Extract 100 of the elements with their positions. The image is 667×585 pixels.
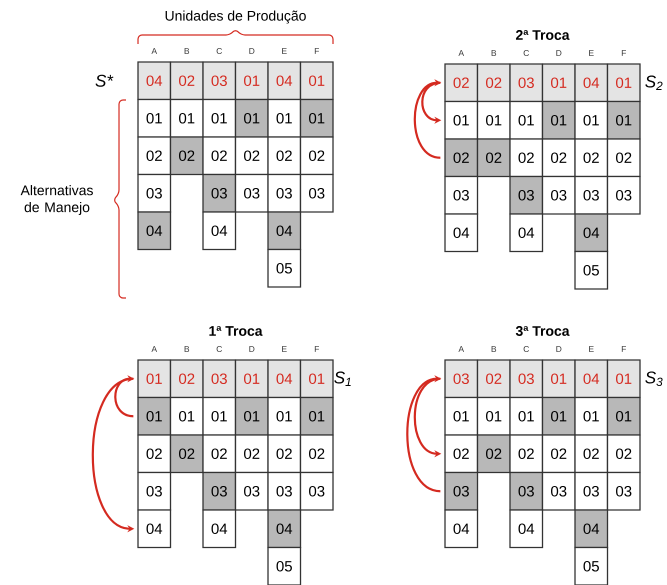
alternative-cell: 03 xyxy=(234,472,269,511)
alternative-cell: 02 xyxy=(234,136,269,176)
solution-cell: 04 xyxy=(137,61,172,100)
alternative-cell: 02 xyxy=(234,434,269,474)
alternative-cell: 03 xyxy=(542,176,576,215)
alternative-cell: 01 xyxy=(300,98,334,138)
solution-cell: 04 xyxy=(267,359,302,398)
alternative-cell: 01 xyxy=(170,396,204,436)
alternative-cell: 01 xyxy=(542,396,576,436)
column-letter: F xyxy=(314,48,319,54)
alternative-cell: 02 xyxy=(202,434,236,474)
alternative-cell: 04 xyxy=(267,211,302,250)
solution-cell: 03 xyxy=(509,63,544,102)
solution-cell: 01 xyxy=(606,359,641,398)
column-letter: D xyxy=(556,50,562,56)
alternative-cell: 02 xyxy=(606,434,641,474)
alternative-cell: 01 xyxy=(137,98,172,138)
alternative-cell: 02 xyxy=(267,434,302,474)
alternative-cell: 03 xyxy=(606,472,641,511)
solution-cell: 03 xyxy=(509,359,544,398)
solution-cell: 01 xyxy=(234,359,269,398)
alternative-cell: 02 xyxy=(137,136,172,176)
column-letter: C xyxy=(216,346,222,352)
alternative-cell: 02 xyxy=(444,434,478,474)
alternative-cell: 03 xyxy=(444,472,478,511)
panel-title: 2ª Troca xyxy=(516,30,570,40)
alternative-cell: 02 xyxy=(574,138,608,178)
solution-cell: 01 xyxy=(606,63,641,102)
alternative-cell: 01 xyxy=(202,98,236,138)
alternative-cell: 01 xyxy=(574,396,608,436)
alternative-cell: 01 xyxy=(606,100,641,140)
alternative-cell: 03 xyxy=(300,472,334,511)
column-letter: B xyxy=(492,50,496,56)
alternative-cell: 01 xyxy=(137,396,172,436)
alternative-cell: 04 xyxy=(509,213,544,252)
alternative-cell: 01 xyxy=(267,98,302,138)
alternative-cell: 03 xyxy=(234,174,269,213)
solution-cell: 01 xyxy=(234,61,269,100)
solution-cell: 01 xyxy=(542,63,576,102)
column-letter: E xyxy=(282,48,287,54)
solution-cell: 01 xyxy=(137,359,172,398)
panel-title: 3ª Troca xyxy=(516,326,570,336)
alternative-cell: 03 xyxy=(509,176,544,215)
column-letter: A xyxy=(151,48,158,54)
column-letter: A xyxy=(458,50,464,56)
column-letter: C xyxy=(524,346,529,352)
column-letter: F xyxy=(622,50,626,56)
alternative-cell: 03 xyxy=(574,176,608,215)
alternative-cell: 05 xyxy=(574,250,608,290)
column-letter: E xyxy=(282,346,287,352)
column-letter: D xyxy=(556,346,562,352)
alternative-cell: 03 xyxy=(606,176,641,215)
alternative-cell: 04 xyxy=(509,509,544,548)
alternative-cell: 04 xyxy=(137,211,172,250)
alternative-cell: 02 xyxy=(170,136,204,176)
column-letter: C xyxy=(216,48,222,54)
alternative-cell: 04 xyxy=(267,509,302,548)
solution-label: S* xyxy=(96,74,114,87)
alternative-cell: 01 xyxy=(574,100,608,140)
alternative-cell: 02 xyxy=(300,434,334,474)
alternative-cell: 01 xyxy=(476,100,511,140)
column-letter: C xyxy=(524,50,529,56)
alternative-cell: 02 xyxy=(300,136,334,176)
alternative-cell: 03 xyxy=(444,176,478,215)
alternative-cell: 02 xyxy=(606,138,641,178)
alternative-cell: 02 xyxy=(542,138,576,178)
alternative-cell: 03 xyxy=(267,472,302,511)
solution-cell: 01 xyxy=(542,359,576,398)
alternative-cell: 01 xyxy=(444,396,478,436)
alternative-cell: 02 xyxy=(476,434,511,474)
alternative-cell: 02 xyxy=(170,434,204,474)
solution-cell: 03 xyxy=(202,359,236,398)
alternative-cell: 05 xyxy=(574,546,608,585)
alternative-cell: 03 xyxy=(542,472,576,511)
alternative-cell: 02 xyxy=(542,434,576,474)
column-letter: D xyxy=(249,346,254,352)
alternative-cell: 04 xyxy=(137,509,172,548)
column-letter: E xyxy=(589,50,594,56)
column-letter: B xyxy=(184,346,190,352)
solution-cell: 04 xyxy=(267,61,302,100)
solution-cell: 03 xyxy=(444,359,478,398)
alternative-cell: 03 xyxy=(137,174,172,213)
column-letter: B xyxy=(184,48,190,54)
alternative-cell: 04 xyxy=(574,213,608,252)
solution-label: S$_{1}$ xyxy=(334,372,351,386)
alternative-cell: 02 xyxy=(137,434,172,474)
alternative-cell: 04 xyxy=(202,509,236,548)
alternative-cell: 04 xyxy=(444,509,478,548)
alternative-cell: 01 xyxy=(300,396,334,436)
alternative-cell: 01 xyxy=(476,396,511,436)
alternative-cell: 02 xyxy=(574,434,608,474)
column-letter: E xyxy=(589,346,594,352)
alternative-cell: 01 xyxy=(267,396,302,436)
alternative-cell: 02 xyxy=(509,138,544,178)
solution-cell: 02 xyxy=(444,63,478,102)
alternative-cell: 01 xyxy=(234,396,269,436)
alternative-cell: 02 xyxy=(476,138,511,178)
alternative-cell: 02 xyxy=(444,138,478,178)
column-letter: A xyxy=(458,346,464,352)
alternative-cell: 01 xyxy=(606,396,641,436)
